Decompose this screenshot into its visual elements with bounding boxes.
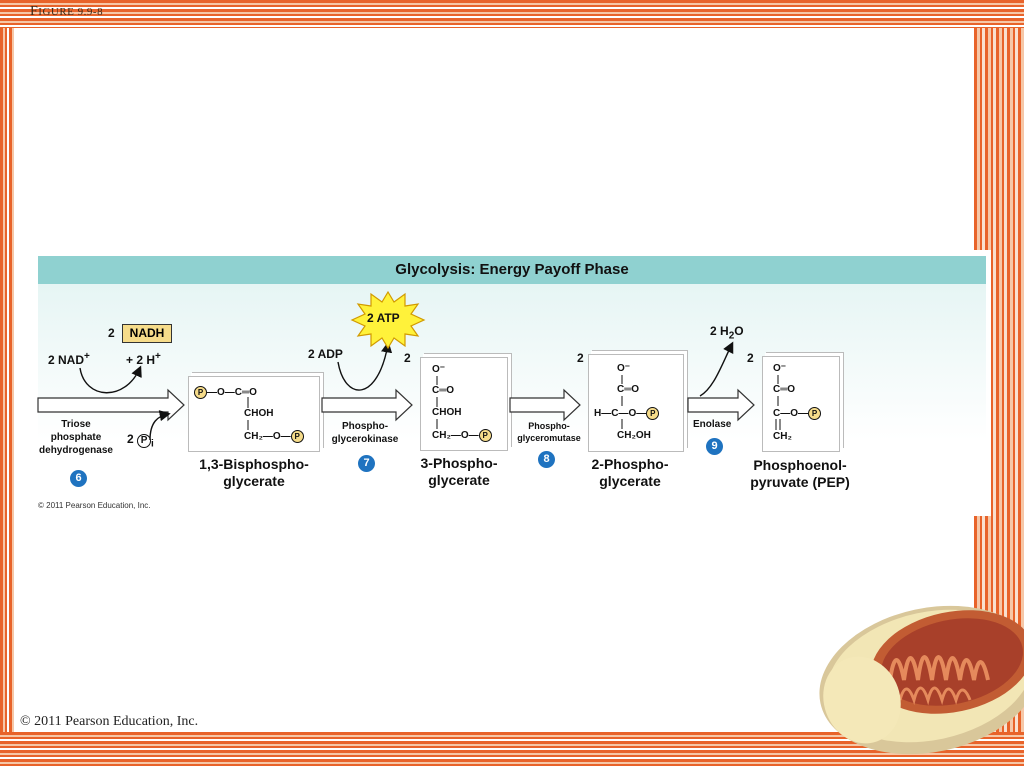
step-7-badge: 7 — [358, 455, 375, 472]
pep-ch2: CH₂ — [773, 431, 792, 442]
pep-o-minus: O⁻ — [773, 363, 787, 374]
card-2pg — [588, 354, 684, 452]
step-6-badge: 6 — [70, 470, 87, 487]
pg3-row4: CH₂—O—P — [432, 429, 492, 442]
atp-burst — [350, 290, 426, 350]
step-8-badge: 8 — [538, 451, 555, 468]
curve-adp-atp — [337, 341, 393, 391]
arrow-step9 — [687, 388, 755, 422]
pg2-carboxyl: C═O — [617, 384, 640, 395]
adp-label: 2 ADP — [308, 347, 343, 361]
step8-coefficient: 2 — [577, 351, 584, 365]
pg2-o-minus: O⁻ — [617, 363, 631, 374]
molecule-name-2pg: 2-Phospho-glycerate — [591, 456, 669, 489]
step-9-badge: 9 — [706, 438, 723, 455]
pg3-choh: CHOH — [432, 407, 462, 418]
figure-title-band — [38, 256, 986, 284]
curve-water — [699, 341, 734, 397]
pep-row3: C—O—P — [773, 407, 822, 420]
pg3-o-minus: O⁻ — [432, 364, 446, 375]
arrow-step7 — [321, 388, 413, 422]
slide-title: FIGURE 9.9-8 — [30, 4, 104, 19]
atp-label: 2 ATP — [367, 311, 400, 325]
nad-label: 2 NAD+ — [48, 351, 90, 367]
proton-label: + 2 H+ — [126, 351, 161, 367]
pg2-ch2oh: CH₂OH — [617, 430, 651, 441]
enzyme-enolase: Enolase — [693, 419, 732, 430]
nadh-box: NADH — [122, 324, 172, 343]
enzyme-phosphoglyceromutase: Phospho-glyceromutase — [517, 421, 581, 443]
figure-title: Glycolysis: Energy Payoff Phase — [395, 261, 629, 278]
bpg-row1: P—O—C═O — [194, 386, 257, 399]
card-3pg — [420, 357, 508, 451]
molecule-name-3pg: 3-Phospho-glycerate — [420, 455, 498, 488]
bpg-row3: CH₂—O—P — [244, 430, 304, 443]
figure-copyright: © 2011 Pearson Education, Inc. — [38, 501, 151, 510]
curve-nad-nadh — [79, 365, 142, 394]
pg2-row3: H—C—O—P — [594, 407, 660, 420]
step9-coefficient: 2 — [747, 351, 754, 365]
molecule-name-bpg: 1,3-Bisphospho-glycerate — [199, 456, 309, 489]
molecule-name-pep: Phosphoenol-pyruvate (PEP) — [750, 457, 850, 490]
water-label: 2 H2O — [710, 324, 744, 342]
bpg-choh: CHOH — [244, 408, 274, 419]
arrow-step8 — [509, 388, 581, 422]
curve-pi — [149, 410, 171, 441]
pg3-carboxyl: C═O — [432, 385, 455, 396]
arrow-step6 — [37, 388, 185, 422]
enzyme-phosphoglycerokinase: Phospho-glycerokinase — [331, 421, 399, 445]
top-frame-stripes — [0, 0, 1024, 28]
card-pep — [762, 356, 840, 452]
left-frame-stripes — [0, 28, 14, 732]
step7-coefficient: 2 — [404, 351, 411, 365]
nadh-coefficient: 2 — [108, 326, 115, 340]
slide-footer: © 2011 Pearson Education, Inc. — [20, 714, 199, 729]
pep-carboxyl: C═O — [773, 384, 796, 395]
